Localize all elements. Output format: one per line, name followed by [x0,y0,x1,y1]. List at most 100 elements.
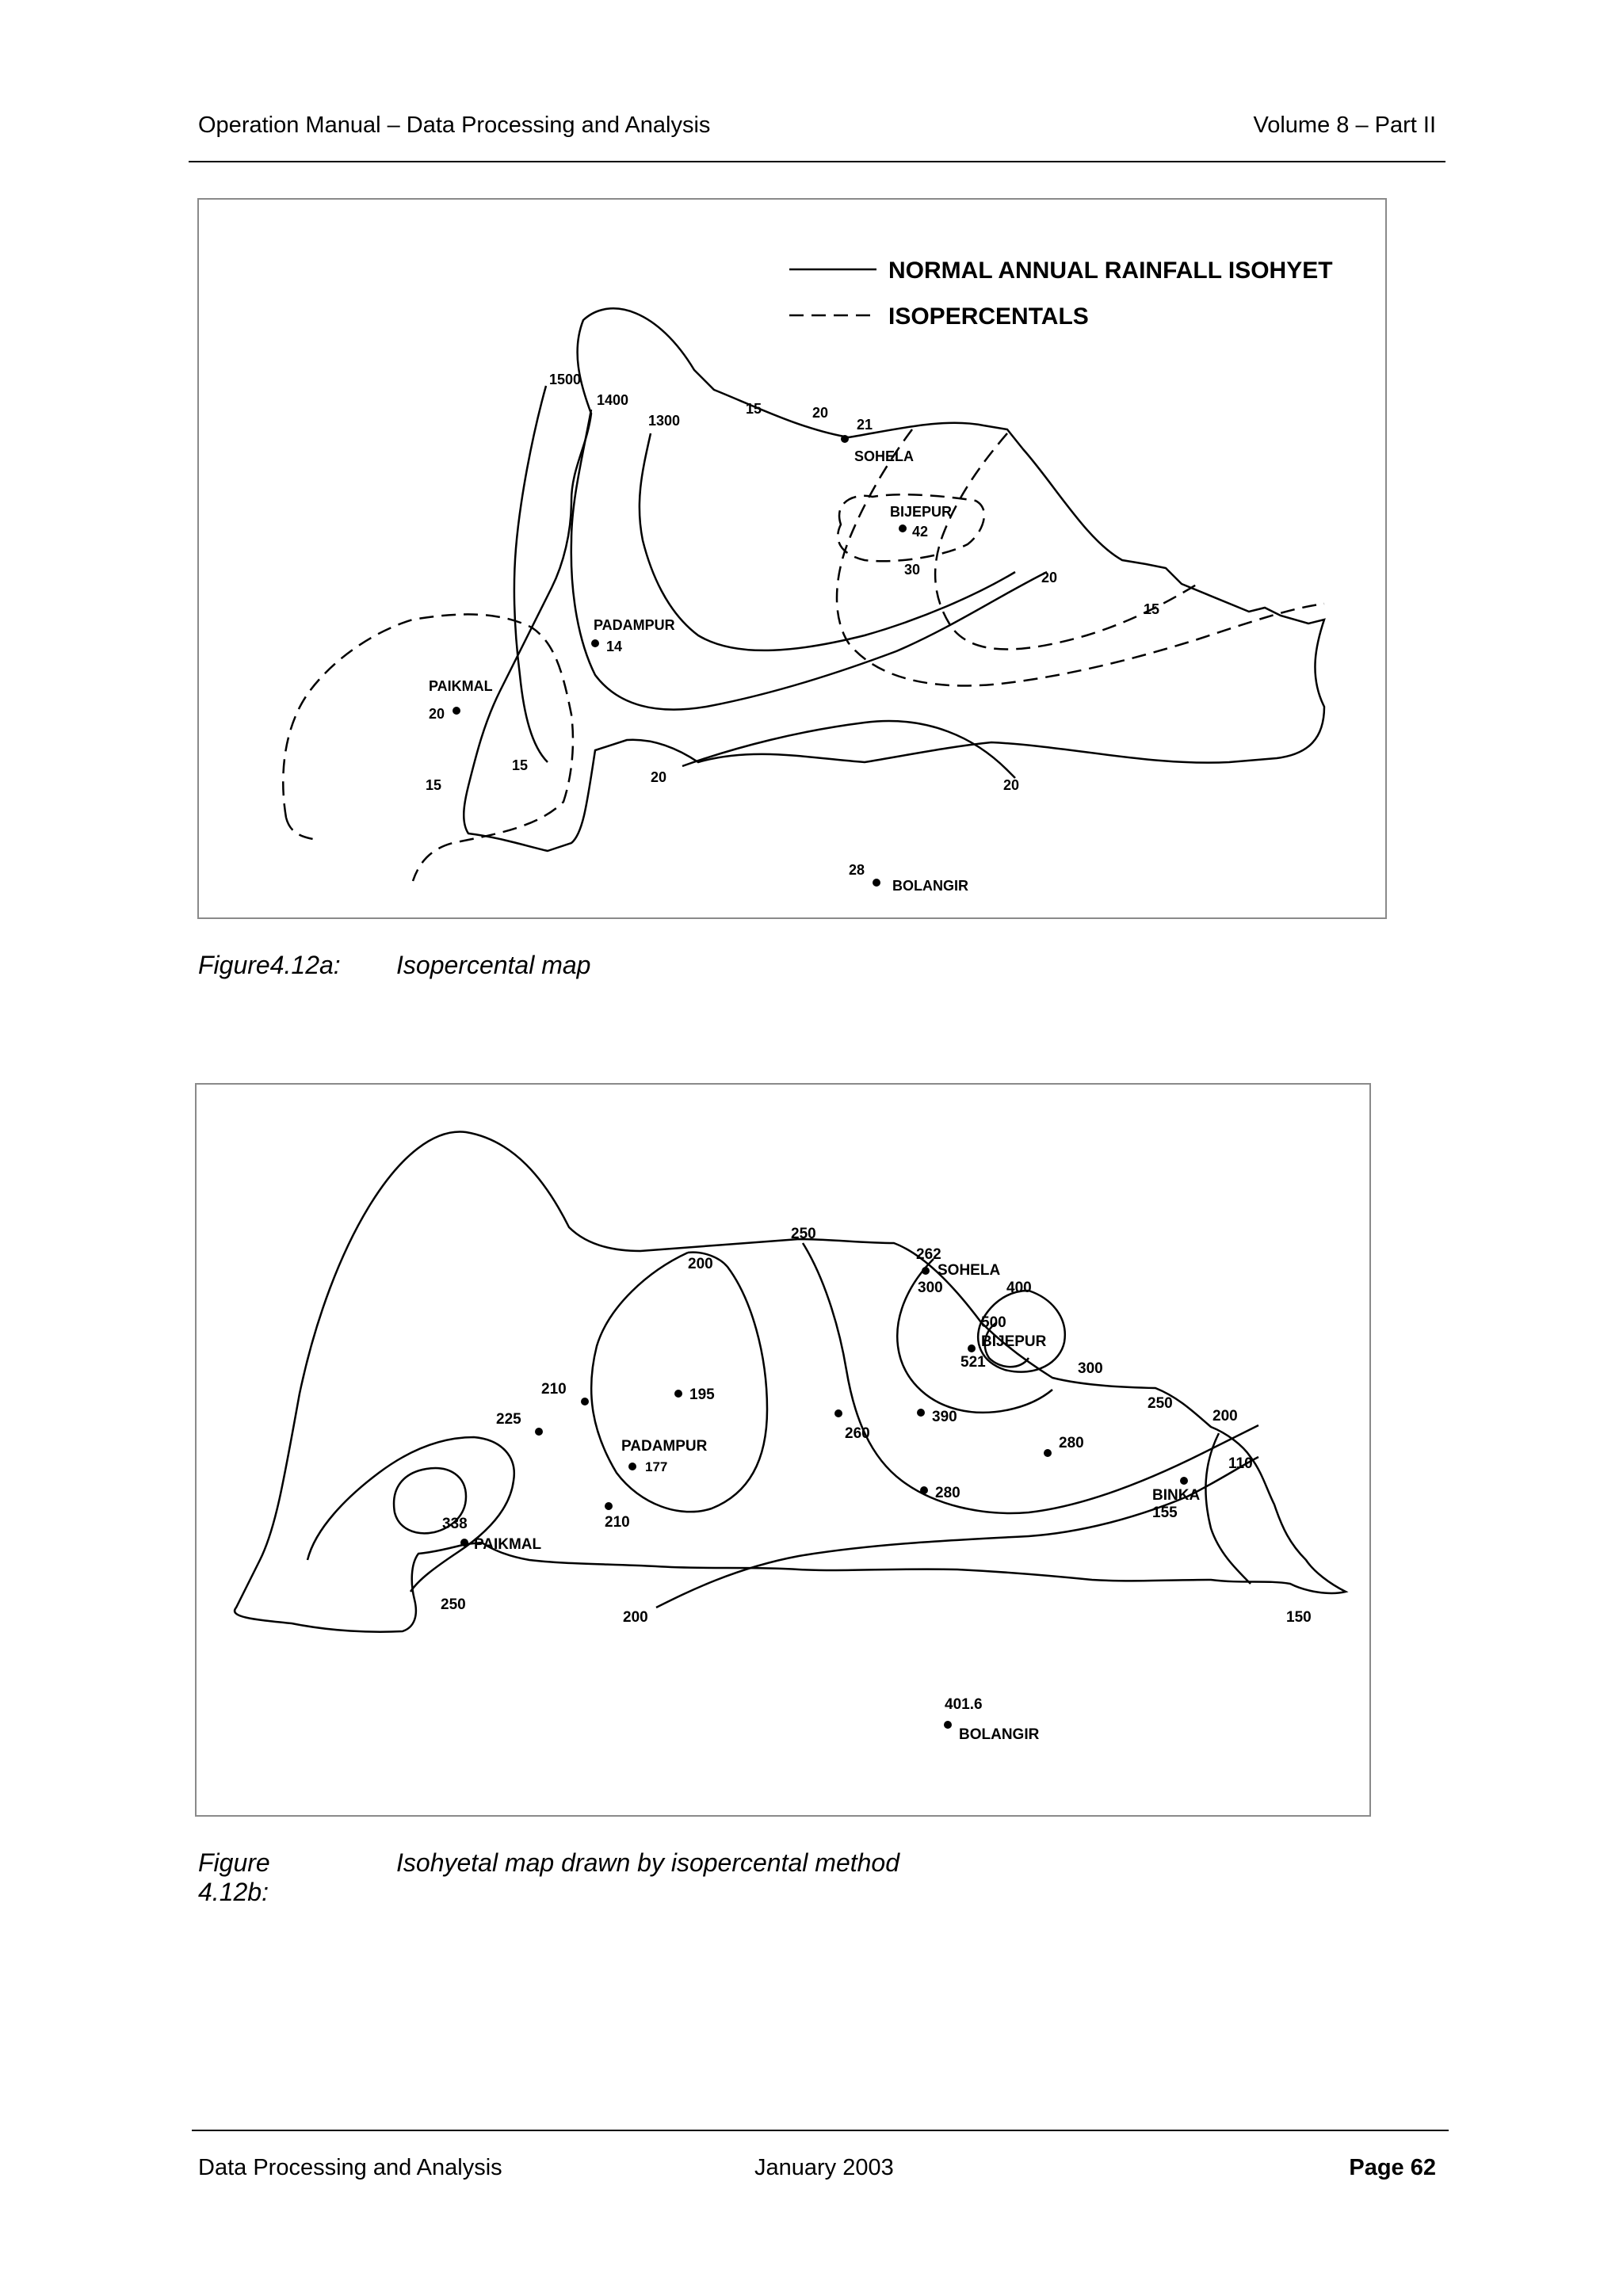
contour-label: 225 [496,1411,521,1428]
footer-rule [192,2130,1449,2131]
contour-300-bijepur [896,1258,1053,1414]
isopercental-label: 20 [1003,777,1019,793]
station-dot-binka [1180,1477,1188,1485]
station-name-padampur: PADAMPUR [594,617,675,633]
station-name-sohela: SOHELA [854,448,914,464]
contour-400-bijepur [977,1289,1067,1373]
station-dot-sohela [922,1267,930,1275]
contour-250-center [801,1242,1259,1515]
point-value: 260 [845,1425,870,1442]
footer-date: January 2003 [754,2155,894,2180]
station-value-sohela: 262 [916,1246,941,1263]
contour-500-bijepur [983,1321,1030,1368]
isopercental-label: 15 [1144,601,1159,617]
footer-document-title: Data Processing and Analysis [198,2155,502,2180]
basin-boundary [462,307,1326,852]
point-dot [917,1409,925,1417]
point-dot [605,1502,613,1510]
point-value: 280 [935,1485,960,1501]
point-dot [834,1409,842,1417]
contour-label: 200 [1212,1408,1238,1425]
figure-b-map-svg: 250 200 300 400 500 300 250 200 110 150 … [233,1131,1349,1743]
isohyet-1300 [638,433,1016,652]
isopercental-label: 15 [512,757,528,773]
station-name-binka: BINKA [1152,1487,1200,1504]
station-name-bolangir: BOLANGIR [959,1726,1040,1743]
station-name-bijepur: BIJEPUR [890,504,952,520]
isohyet-label: 1400 [597,392,628,408]
station-name-padampur: PADAMPUR [621,1438,708,1455]
figure-a-caption-text: Isopercental map [396,951,591,979]
basin-boundary [233,1131,1349,1633]
station-dot-padampur [628,1463,636,1470]
contour-200-lower [655,1455,1259,1609]
isopercental-label: 20 [812,405,828,421]
station-name-bijepur: BIJEPUR [981,1333,1047,1350]
footer-page-number: Page 62 [1349,2155,1436,2180]
contour-200-padampur [590,1251,769,1513]
station-value-paikmal: 20 [429,706,445,722]
isohyet-1500 [513,385,548,763]
point-dot [581,1398,589,1405]
figure-b-isohyetal-map: 250 200 300 400 500 300 250 200 110 150 … [195,1083,1371,1817]
isohyet-label: 1300 [648,413,680,429]
point-dot [674,1390,682,1398]
contour-200-binka [1205,1432,1251,1585]
station-dot-paikmal [453,707,460,715]
point-value: 280 [1059,1435,1084,1451]
station-name-bolangir: BOLANGIR [892,878,968,894]
station-name-sohela: SOHELA [938,1262,1000,1279]
contour-label: 250 [1148,1395,1173,1412]
figure-b-caption-text: Isohyetal map drawn by isopercental meth… [396,1848,900,1877]
station-value-bolangir: 401.6 [945,1696,983,1713]
station-value-padampur: 177 [645,1459,667,1474]
contour-label: 210 [541,1381,567,1398]
figure-a-map-svg: NORMAL ANNUAL RAINFALL ISOHYET ISOPERCEN… [282,257,1333,894]
figure-b-caption-number: Figure 4.12b: [198,1848,270,1906]
contour-label: 200 [688,1256,713,1272]
contour-label: 400 [1006,1280,1032,1296]
legend-solid-label: NORMAL ANNUAL RAINFALL ISOHYET [888,257,1333,284]
station-dot-bolangir [873,879,880,887]
point-value: 390 [932,1409,957,1425]
isopercental-label: 20 [1041,570,1057,585]
contour-250-paikmal [306,1436,516,1592]
station-value-bolangir: 28 [849,862,865,878]
isohyet-lower [682,719,1016,779]
station-name-paikmal: PAIKMAL [429,678,493,694]
contour-label: 200 [623,1609,648,1626]
contour-label: 210 [605,1514,630,1531]
contour-label: 250 [791,1226,816,1242]
point-dot [535,1428,543,1436]
legend-dashed-label: ISOPERCENTALS [888,303,1089,330]
station-value-sohela: 21 [857,417,873,433]
station-value-binka: 155 [1152,1505,1178,1521]
station-dot-sohela [841,435,849,443]
isohyet-1400 [570,409,1048,711]
point-value: 195 [689,1386,715,1403]
contour-label: 300 [1078,1360,1103,1377]
isopercental-20-inner [934,433,1198,650]
header-rule [189,161,1445,162]
isopercental-20-paikmal [282,613,575,882]
running-header-title: Operation Manual – Data Processing and A… [198,113,711,138]
station-value-paikmal: 338 [442,1516,468,1532]
isopercental-label: 30 [904,562,920,578]
isopercental-20-paikmal-tail [285,817,319,841]
station-dot-bolangir [944,1721,952,1729]
isopercental-label: 15 [746,401,762,417]
contour-label: 300 [918,1280,943,1296]
station-value-bijepur: 42 [912,524,928,540]
station-value-bijepur: 521 [960,1354,986,1371]
station-value-padampur: 14 [606,639,622,654]
isopercental-label: 20 [651,769,666,785]
contour-label: 500 [981,1314,1006,1331]
point-dot [920,1486,928,1494]
station-name-paikmal: PAIKMAL [474,1536,542,1553]
isopercental-15-upper [835,429,1325,687]
running-header-volume: Volume 8 – Part II [1253,113,1436,138]
point-dot [1044,1449,1052,1457]
isohyet-label: 1500 [549,372,581,387]
figure-a-isopercental-map: NORMAL ANNUAL RAINFALL ISOHYET ISOPERCEN… [197,198,1387,919]
figure-a-caption-number: Figure4.12a: [198,951,341,979]
